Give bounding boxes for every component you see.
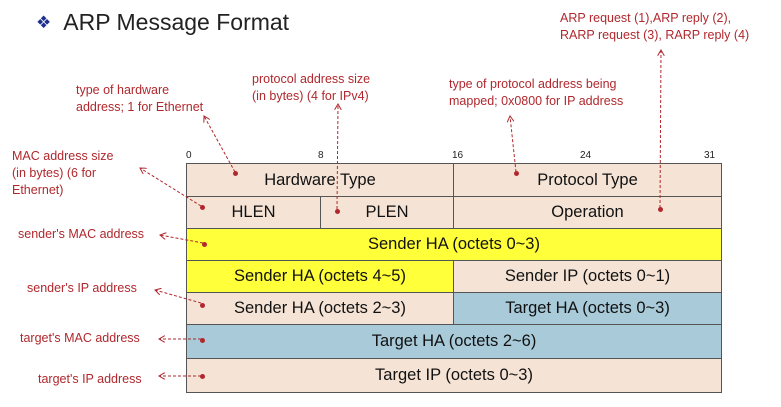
bit-label-8: 8: [318, 150, 324, 161]
operation-marker-dot: [658, 207, 663, 212]
sender-ip-arrow: [155, 290, 202, 304]
target-mac-annotation: target's MAC address: [20, 331, 140, 345]
target-ip-annotation: target's IP address: [38, 372, 142, 386]
sender-mac-marker-dot: [202, 242, 207, 247]
sender-mac-annotation: sender's MAC address: [18, 227, 145, 241]
slide-title-text: ARP Message Format: [63, 9, 290, 35]
protocol-size-line-2: (in bytes) (4 for IPv4): [252, 89, 369, 103]
target-mac-marker-dot: [200, 338, 205, 343]
protocol-size-line-1: protocol address size: [252, 72, 371, 86]
sender-mac-arrow: [160, 235, 204, 244]
protocol-size-arrow: [337, 104, 338, 210]
bit-label-0: 0: [186, 150, 192, 161]
slide-title: ❖ ARP Message Format: [36, 9, 289, 36]
diamond-bullet-icon: ❖: [36, 13, 52, 32]
mac-size-arrow: [140, 168, 202, 207]
hardware-type-field: Hardware Type: [186, 163, 454, 197]
protocol-type-marker-dot: [514, 171, 519, 176]
protocol-size-annotation: protocol address size (in bytes) (4 for …: [252, 71, 370, 105]
plen-field: PLEN: [320, 196, 454, 229]
hardware-type-marker-dot: [233, 171, 238, 176]
hardware-type-line-2: address; 1 for Ethernet: [76, 100, 204, 114]
opcodes-line-2: RARP request (3), RARP reply (4): [560, 28, 750, 42]
protocol-type-annotation: type of protocol address being mapped; 0…: [449, 76, 623, 110]
bit-label-16: 16: [452, 150, 464, 161]
hardware-type-line-1: type of hardware: [76, 83, 170, 97]
hardware-type-annotation: type of hardware address; 1 for Ethernet: [76, 82, 203, 116]
sender-ip-annotation: sender's IP address: [27, 281, 137, 295]
operation-field: Operation: [453, 196, 722, 229]
sender-ip-marker-dot: [200, 303, 205, 308]
mac-size-line-3: Ethernet): [12, 183, 64, 197]
hlen-marker-dot: [200, 205, 205, 210]
opcodes-arrow: [660, 50, 661, 209]
target-ip-0-3-field: Target IP (octets 0~3): [186, 358, 722, 393]
plen-marker-dot: [335, 209, 340, 214]
target-ha-2-6-field: Target HA (octets 2~6): [186, 324, 722, 359]
protocol-type-line-2: mapped; 0x0800 for IP address: [449, 94, 624, 108]
hardware-type-arrow: [204, 116, 236, 173]
bit-label-24: 24: [580, 150, 592, 161]
opcodes-line-1: ARP request (1),ARP reply (2),: [560, 11, 732, 25]
bit-label-31: 31: [704, 150, 716, 161]
opcodes-annotation: ARP request (1),ARP reply (2), RARP requ…: [560, 10, 749, 44]
protocol-type-arrow: [510, 116, 517, 173]
mac-size-line-2: (in bytes) (6 for: [12, 166, 97, 180]
mac-size-line-1: MAC address size: [12, 149, 114, 163]
mac-size-annotation: MAC address size (in bytes) (6 for Ether…: [12, 148, 113, 199]
sender-ha-0-3-field: Sender HA (octets 0~3): [186, 228, 722, 261]
target-ha-0-3-field: Target HA (octets 0~3): [453, 292, 722, 325]
target-ip-marker-dot: [200, 374, 205, 379]
protocol-type-line-1: type of protocol address being: [449, 77, 617, 91]
